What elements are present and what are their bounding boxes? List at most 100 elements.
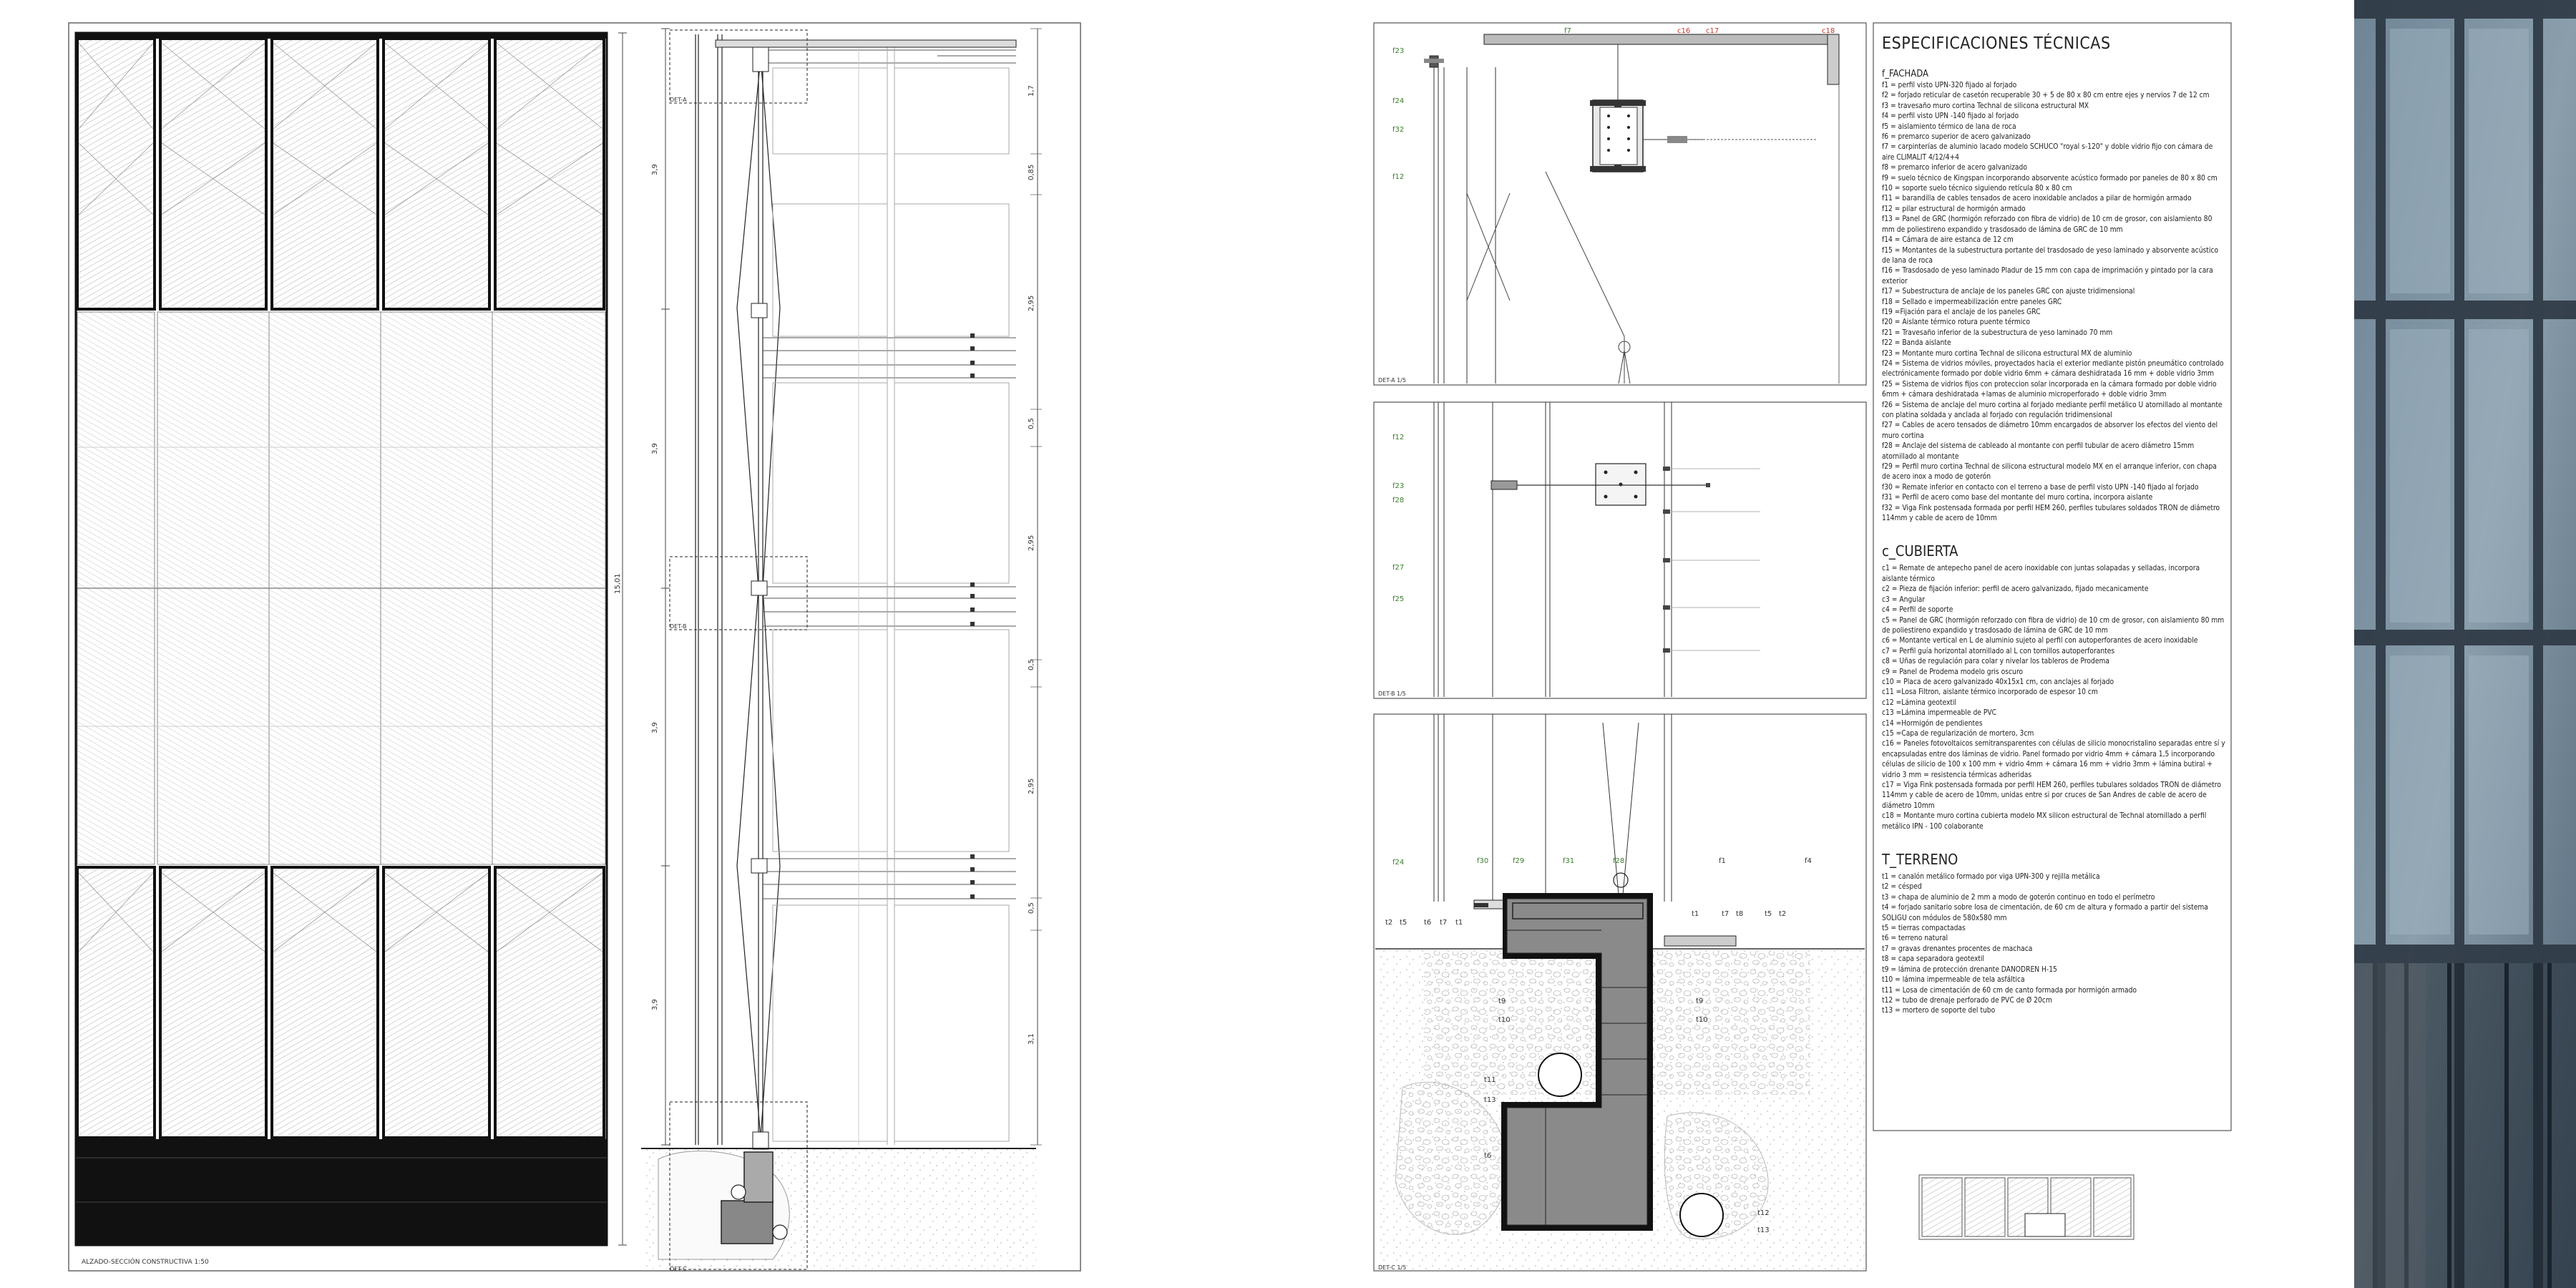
spec-item: f9 = suelo técnico de Kingspan incorpora… (1882, 174, 2218, 182)
section-dim-3: 2,95 (1028, 296, 1035, 311)
spec-item: t5 = tierras compactadas (1882, 924, 1966, 933)
spec-item: f26 = Sistema de anclaje del muro cortin… (1882, 401, 2223, 419)
detail-tag-b: DET-B (670, 623, 686, 630)
detail-c-label-t1: t1 (1455, 919, 1463, 927)
detail-c-label-f31: f31 (1563, 857, 1574, 865)
spec-item: f2 = forjado reticular de casetón recupe… (1882, 92, 2210, 100)
detail-c-label-t10b: t10 (1696, 1016, 1708, 1024)
spec-item: f27 = Cables de acero tensados de diámet… (1882, 421, 2218, 440)
spec-item: c3 = Angular (1882, 595, 1926, 604)
section-dim-2: 0,85 (1028, 165, 1035, 180)
spec-item: f24 = Sistema de vidrios móviles, proyec… (1882, 359, 2224, 379)
spec-item: c11 =Losa Filtron, aislante térmico inco… (1882, 688, 2098, 697)
spec-item: c5 = Panel de GRC (hormigón reforzado co… (1882, 616, 2225, 635)
spec-item: f28 = Anclaje del sistema de cableado al… (1882, 442, 2195, 461)
spec-item: c14 =Hormigón de pendientes (1882, 719, 1983, 728)
spec-item: f8 = premarco inferior de acero galvaniz… (1882, 164, 2027, 172)
detail-c-label-f4: f4 (1805, 857, 1812, 865)
spec-item: t3 = chapa de aluminio de 2 mm a modo de… (1882, 893, 2155, 902)
spec-item: t4 = forjado sanitario sobre losa de cim… (1882, 904, 2208, 922)
detail-c-label-f1: f1 (1719, 857, 1726, 865)
building-photo (2354, 0, 2576, 1288)
section-dim-5: 2,95 (1028, 535, 1035, 551)
detail-c-caption: DET-C 1/5 (1378, 1264, 1406, 1271)
spec-item: c2 = Pieza de fijación inferior: perfil … (1882, 585, 2149, 594)
spec-item: f21 = Travesaño inferior de la subestruc… (1882, 328, 2113, 337)
spec-item: f10 = soporte suelo técnico siguiendo re… (1882, 185, 2072, 193)
roof-spec-list: c1 = Remate de antepecho panel de acero … (1882, 564, 2225, 832)
spec-item: f20 = Aislante térmico rotura puente tér… (1882, 318, 2030, 327)
elevation-dimension (618, 32, 627, 1246)
detail-b-label-f12: f12 (1392, 434, 1404, 441)
spec-item: t6 = terreno natural (1882, 935, 1948, 943)
spec-item: f14 = Cámara de aire estanca de 12 cm (1882, 236, 2014, 245)
section-dim-1: 1,7 (1028, 85, 1035, 97)
spec-item: f18 = Sellado e impermeabilización entre… (1882, 298, 2062, 306)
detail-c-label-t6b: t6 (1484, 1152, 1491, 1160)
spec-item: t10 = lámina impermeable de tela asfálti… (1882, 976, 2025, 985)
detail-c: DET-C 1/5 f24 f30 f29 f31 f28 f1 f4 t2 t… (1373, 713, 1867, 1272)
detail-c-label-f29: f29 (1513, 857, 1524, 865)
spec-item: f29 = Perfil muro cortina Technal de sil… (1882, 463, 2217, 482)
ground-heading: T_TERRENO (1882, 851, 1958, 869)
detail-c-label-t8: t8 (1736, 910, 1743, 918)
spec-item: t13 = mortero de soporte del tubo (1882, 1007, 1996, 1015)
spec-item: c1 = Remate de antepecho panel de acero … (1882, 565, 2200, 583)
floor-height-2: 3,9 (651, 443, 659, 454)
facade-spec-list: f1 = perfil visto UPN-320 fijado al forj… (1882, 81, 2225, 524)
detail-a: DET-A 1/5 f23 f24 f32 f12 f7 c16 c17 c18 (1373, 22, 1867, 386)
spec-item: f22 = Banda aislante (1882, 339, 1951, 348)
detail-a-label-f24: f24 (1392, 97, 1404, 105)
detail-c-label-t7b: t7 (1722, 910, 1729, 918)
facade-section: 3,9 3,9 3,9 3,9 1,7 0,85 2,95 0,5 2,95 0… (641, 28, 1042, 1272)
detail-c-label-t13b: t13 (1757, 1226, 1770, 1234)
spec-item: f16 = Trasdosado de yeso laminado Pladur… (1882, 267, 2213, 286)
spec-item: c6 = Montante vertical en L de aluminio … (1882, 637, 2198, 645)
spec-item: c8 = Uñas de regulación para colar y niv… (1882, 658, 2110, 666)
spec-item: c7 = Perfil guía horizontal atornillado … (1882, 647, 2115, 655)
spec-item: f1 = perfil visto UPN-320 fijado al forj… (1882, 82, 2017, 89)
spec-item: f15 = Montantes de la subestructura port… (1882, 246, 2219, 265)
spec-item: f3 = travesaño muro cortina Technal de s… (1882, 102, 2089, 110)
floor-height-3: 3,9 (651, 722, 659, 733)
detail-tag-a: DET-A (670, 97, 687, 103)
spec-item: t1 = canalón metálico formado por viga U… (1882, 873, 2100, 882)
spec-item: c17 = Viga Fink postensada formada por p… (1882, 781, 2221, 810)
spec-item: f23 = Montante muro cortina Technal de s… (1882, 349, 2132, 358)
facade-elevation (74, 31, 608, 1246)
detail-b-label-f23: f23 (1392, 482, 1404, 490)
spec-item: c16 = Paneles fotovoltaicos semitranspar… (1882, 740, 2225, 779)
detail-c-label-t1b: t1 (1692, 910, 1699, 918)
detail-c-label-f30: f30 (1477, 857, 1488, 865)
spec-item: c18 = Montante muro cortina cubierta mod… (1882, 812, 2207, 831)
spec-item: c10 = Placa de acero galvanizado 40x15x1… (1882, 678, 2114, 686)
spec-item: f7 = carpinterías de aluminio lacado mod… (1882, 143, 2213, 162)
spec-item: f17 = Subestructura de anclaje de los pa… (1882, 288, 2135, 296)
detail-c-label-f28: f28 (1613, 857, 1624, 865)
detail-a-label-f12: f12 (1392, 173, 1404, 181)
detail-c-label-t12: t12 (1757, 1209, 1770, 1217)
spec-item: f11 = barandilla de cables tensados de a… (1882, 195, 2192, 203)
spec-item: f31 = Perfil de acero como base del mont… (1882, 494, 2153, 502)
spec-item: t9 = lámina de protección drenante DANOD… (1882, 965, 2057, 974)
spec-panel-frame (1873, 22, 2232, 1131)
facade-heading: f_FACHADA (1882, 69, 1929, 79)
roof-heading: c_CUBIERTA (1882, 542, 1958, 560)
detail-a-label-c16: c16 (1677, 27, 1690, 35)
detail-a-label-f7: f7 (1564, 27, 1571, 35)
left-sheet-frame (68, 22, 1081, 1272)
spec-item: f19 =Fijación para el anclaje de los pan… (1882, 308, 2041, 316)
spec-item: f30 = Remate inferior en contacto con el… (1882, 483, 2199, 492)
detail-c-label-t2b: t2 (1779, 910, 1786, 918)
spec-item: t7 = gravas drenantes procentes de macha… (1882, 945, 2033, 953)
spec-item: t8 = capa separadora geotextil (1882, 955, 1985, 964)
section-dim-7: 2,95 (1028, 779, 1035, 794)
detail-b-label-f27: f27 (1392, 564, 1404, 572)
detail-a-label-f32: f32 (1392, 126, 1404, 134)
detail-b: DET-B 1/5 f12 f23 f28 f27 f25 (1373, 401, 1867, 699)
spec-item: t12 = tubo de drenaje perforado de PVC d… (1882, 996, 2052, 1005)
spec-item: f5 = aislamiento térmico de lana de roca (1882, 122, 2016, 131)
detail-c-label-f24: f24 (1392, 859, 1404, 867)
detail-a-label-c18: c18 (1822, 27, 1835, 35)
